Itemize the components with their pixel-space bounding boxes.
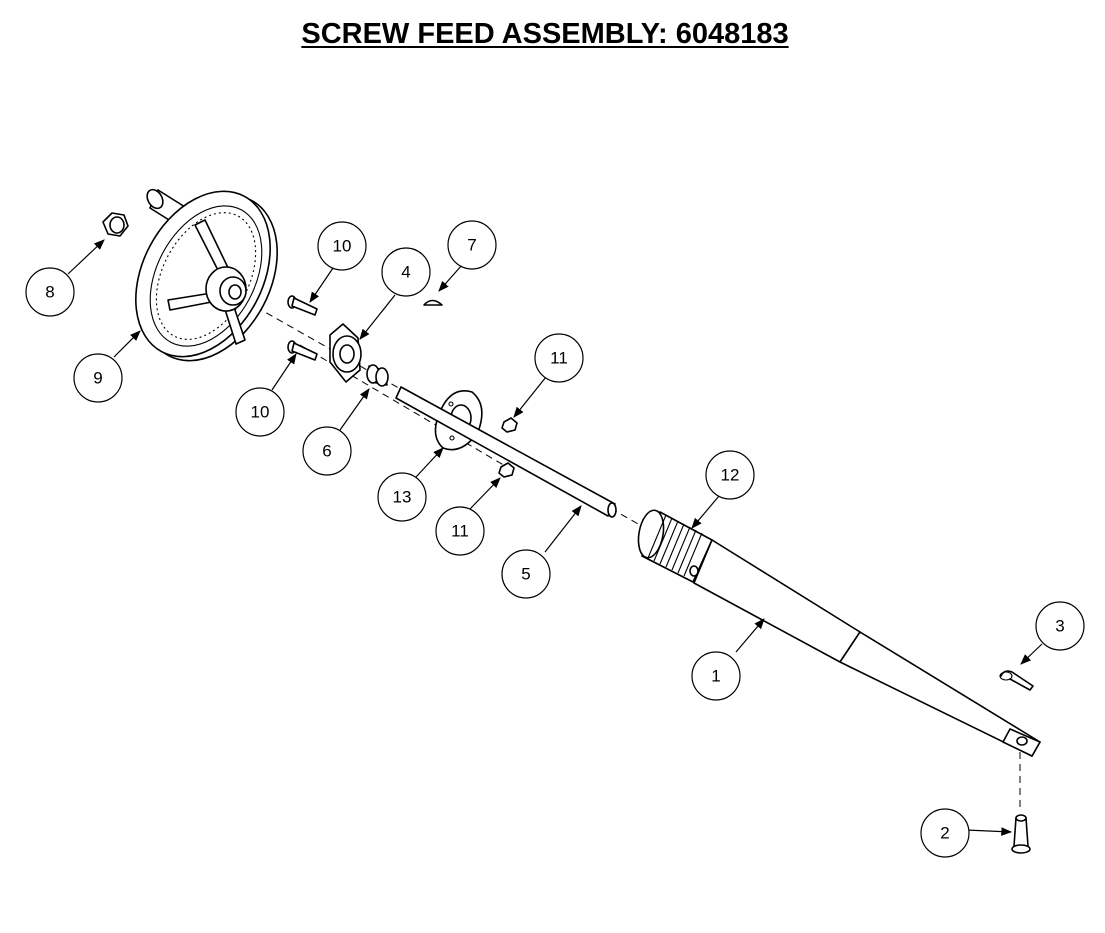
callout-3-circle — [1035, 601, 1085, 651]
callout-8-leader-arrow — [67, 239, 105, 275]
callout-1-label: 1 — [711, 667, 720, 686]
shaft-part — [395, 386, 617, 518]
callout-13: 13 — [377, 447, 444, 522]
callout-13-circle — [377, 472, 427, 522]
callout-5-leader-arrow — [544, 505, 582, 553]
callout-11a-circle — [534, 333, 584, 383]
clevis-pin-part — [1011, 814, 1031, 854]
callout-1: 1 — [691, 618, 765, 701]
callout-11b-circle — [435, 506, 485, 556]
callout-3: 3 — [1020, 601, 1085, 665]
callout-10a-circle — [317, 221, 367, 271]
bolt-lower-part — [287, 340, 318, 361]
callout-4-leader-arrow — [359, 294, 396, 340]
callout-4: 4 — [359, 247, 431, 340]
callout-12-label: 12 — [721, 466, 740, 485]
callout-2: 2 — [920, 808, 1013, 858]
hitch-pin-clip-part — [999, 670, 1034, 691]
callout-11a-leader-arrow — [513, 376, 547, 418]
callout-10a-label: 10 — [333, 237, 352, 256]
bushing-part — [366, 364, 389, 387]
callout-11b: 11 — [435, 477, 501, 556]
callout-3-label: 3 — [1055, 617, 1064, 636]
callout-1-leader-arrow — [735, 618, 765, 653]
callout-13-leader-arrow — [415, 447, 444, 478]
callout-5-circle — [501, 549, 551, 599]
diagram-title: SCREW FEED ASSEMBLY: 6048183 — [301, 18, 789, 50]
callout-9-leader-arrow — [113, 330, 141, 358]
nut-upper-part — [501, 417, 518, 433]
callout-6-leader-arrow — [339, 388, 370, 431]
callout-2-circle — [920, 808, 970, 858]
callout-10a-leader-arrow — [309, 267, 334, 303]
callout-9-label: 9 — [93, 369, 102, 388]
threaded-collar-part — [637, 509, 713, 583]
callout-8-label: 8 — [45, 283, 54, 302]
callout-2-label: 2 — [940, 824, 949, 843]
woodruff-key-part — [423, 299, 443, 306]
callout-7-leader-arrow — [438, 264, 463, 292]
callout-6-circle — [302, 426, 352, 476]
callout-7-label: 7 — [467, 236, 476, 255]
callout-7: 7 — [438, 220, 497, 292]
callout-6: 6 — [302, 388, 370, 476]
callout-11b-leader-arrow — [469, 477, 501, 510]
callout-3-leader-arrow — [1020, 643, 1043, 665]
callout-12-circle — [705, 450, 755, 500]
callout-8: 8 — [25, 239, 105, 317]
callout-13-label: 13 — [393, 488, 412, 507]
callout-10b-circle — [235, 387, 285, 437]
callout-11b-label: 11 — [451, 522, 469, 541]
nut-lower-part — [498, 462, 515, 478]
callout-2-leader-arrow — [965, 827, 1013, 836]
callout-1-circle — [691, 651, 741, 701]
bolt-upper-part — [287, 295, 318, 316]
callout-12: 12 — [691, 450, 755, 529]
flange-bearing-part — [329, 323, 362, 383]
callout-7-circle — [447, 220, 497, 270]
callout-11a: 11 — [513, 333, 584, 418]
callout-10b-leader-arrow — [271, 353, 297, 391]
callout-10b: 10 — [235, 353, 297, 437]
callout-6-label: 6 — [322, 442, 331, 461]
callout-5-label: 5 — [521, 565, 530, 584]
callout-4-circle — [381, 247, 431, 297]
callout-5: 5 — [501, 505, 582, 599]
callout-4-label: 4 — [401, 263, 410, 282]
callout-8-circle — [25, 267, 75, 317]
callout-10b-label: 10 — [251, 403, 270, 422]
feed-tube-part — [693, 539, 1041, 757]
callout-9-circle — [73, 353, 123, 403]
hex-nut-part — [102, 212, 129, 237]
callout-11a-label: 11 — [550, 349, 568, 368]
callout-10a: 10 — [309, 221, 367, 303]
callout-12-leader-arrow — [691, 495, 720, 529]
callout-9: 9 — [73, 330, 141, 403]
handwheel-part — [135, 188, 278, 362]
